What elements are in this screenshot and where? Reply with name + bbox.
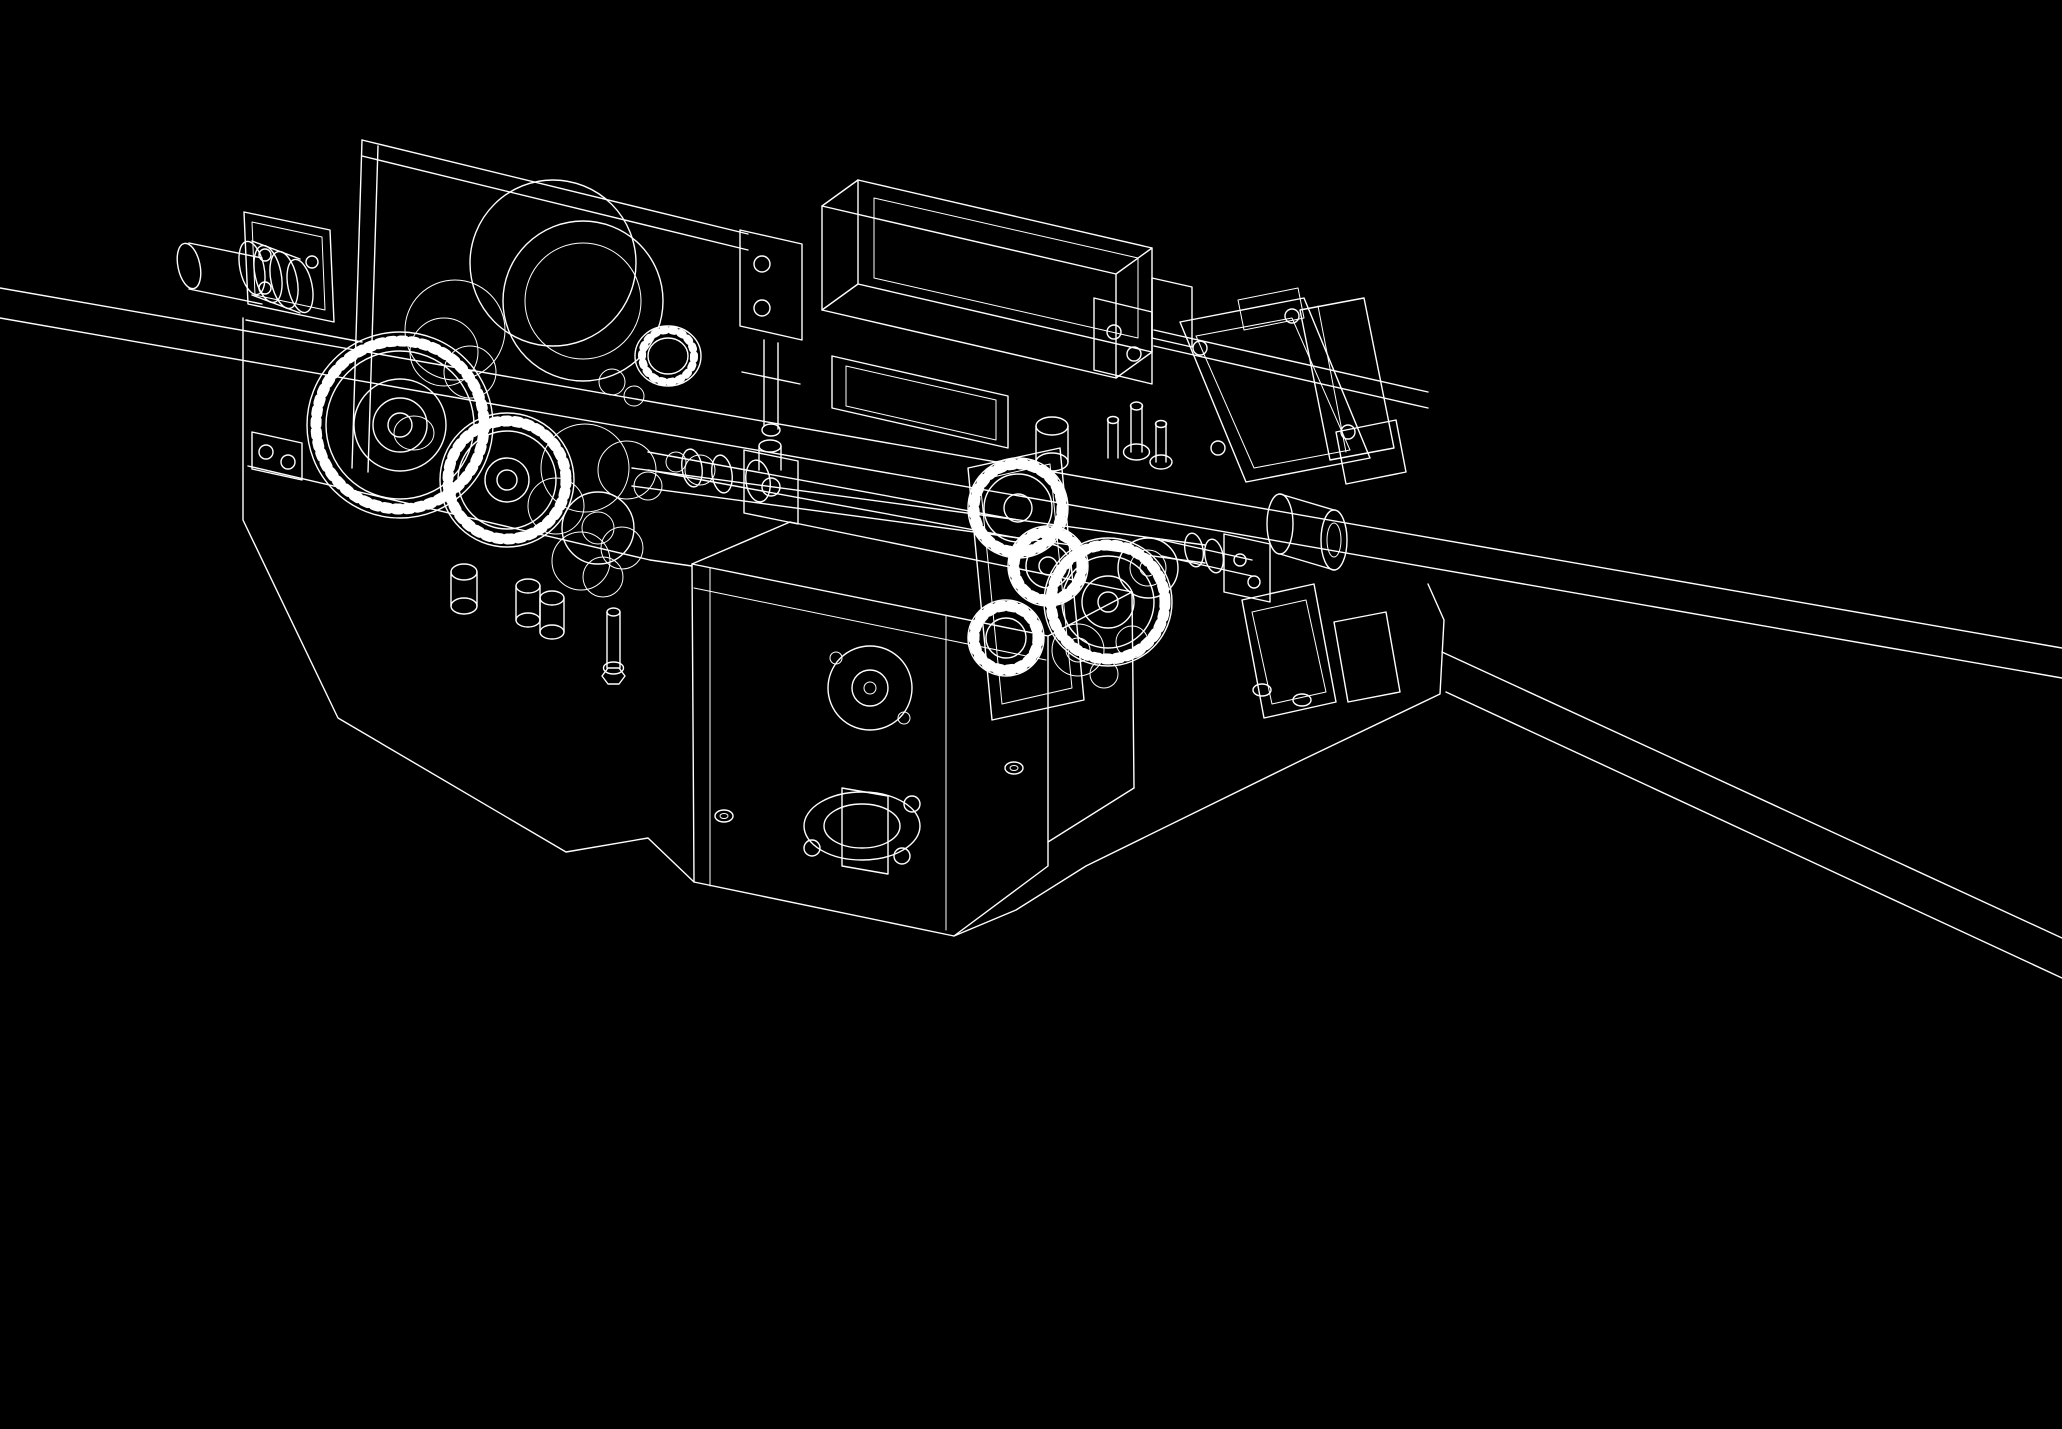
center-pump-housing (691, 521, 1135, 937)
input-shaft (176, 240, 314, 314)
machine-base-outline (242, 317, 1445, 937)
output-tube (1266, 493, 1348, 571)
top-cover-box (739, 179, 1193, 449)
left-gear-train (306, 331, 663, 685)
right-gear-cluster (967, 401, 1271, 721)
right-mounting-plates (1179, 287, 1407, 485)
left-bearing-block (243, 211, 335, 481)
output-shaft-support (1241, 583, 1401, 719)
large-bore-openings (404, 179, 702, 407)
rear-mounting-plate (351, 139, 1429, 473)
